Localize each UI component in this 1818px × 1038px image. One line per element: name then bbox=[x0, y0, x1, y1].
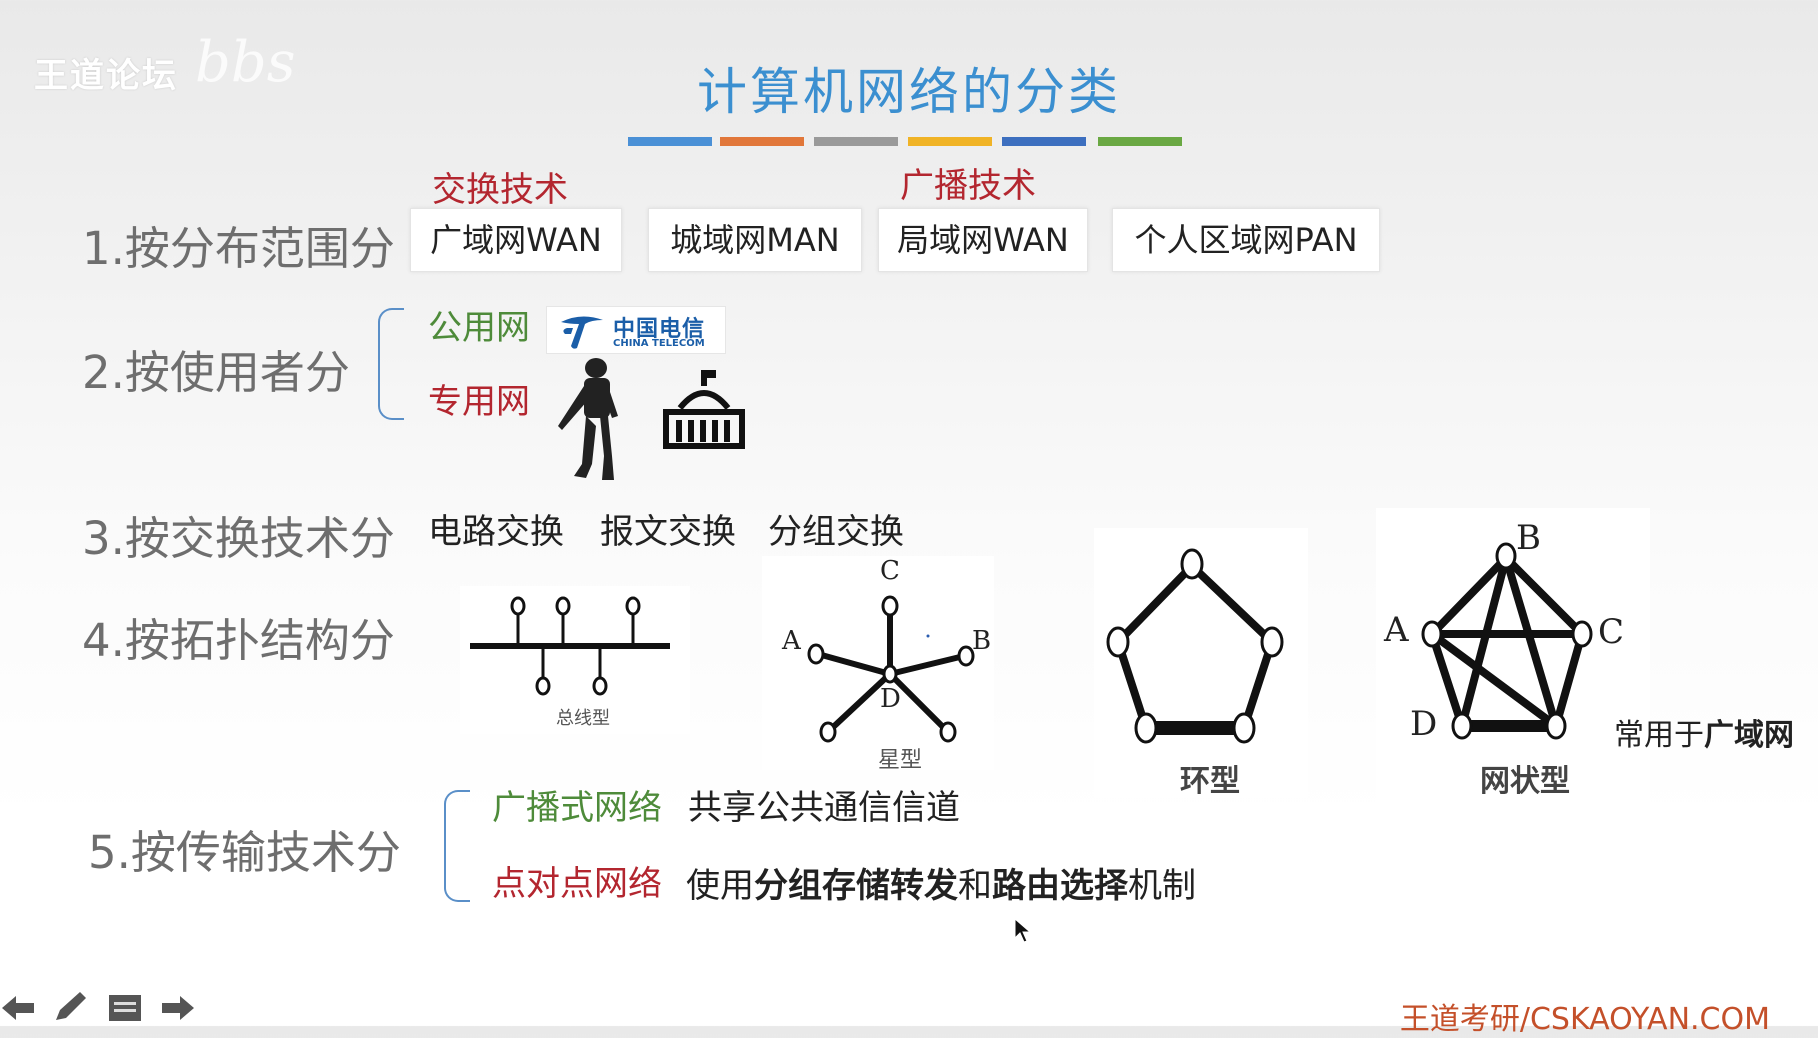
bus-topology-diagram bbox=[470, 596, 670, 696]
row3-label: 3.按交换技术分 bbox=[82, 512, 395, 565]
p2p-desc-1: 使用 bbox=[686, 866, 754, 906]
footer-brand: 王道考研/CSKAOYAN.COM bbox=[1399, 1002, 1770, 1037]
mesh-note-prefix: 常用于 bbox=[1614, 718, 1704, 753]
slide-title: 计算机网络的分类 bbox=[697, 63, 1121, 121]
title-bar-4 bbox=[908, 137, 992, 146]
telecom-logo-en: CHINA TELECOM bbox=[613, 338, 705, 349]
row5-brace bbox=[444, 790, 470, 902]
broadcast-net-label: 广播式网络 bbox=[492, 788, 662, 828]
tag-switching-tech: 交换技术 bbox=[432, 170, 568, 210]
row2-label: 2.按使用者分 bbox=[82, 346, 350, 399]
star-topology-diagram bbox=[807, 595, 975, 743]
prev-arrow-icon[interactable] bbox=[0, 994, 36, 1022]
bus-caption: 总线型 bbox=[556, 708, 610, 729]
mesh-label-a: A bbox=[1384, 610, 1409, 650]
watermark-logo: 王道论坛 bbox=[34, 56, 178, 96]
mesh-caption: 网状型 bbox=[1480, 764, 1570, 799]
p2p-desc-routing: 路由选择 bbox=[992, 866, 1128, 906]
box-man: 城域网MAN bbox=[648, 208, 862, 272]
title-bar-3 bbox=[814, 137, 898, 146]
star-label-c: C bbox=[880, 556, 900, 586]
box-pan: 个人区域网PAN bbox=[1112, 208, 1380, 272]
mesh-label-c: C bbox=[1598, 612, 1625, 652]
packet-switching: 分组交换 bbox=[768, 512, 904, 552]
slide-nav-bar bbox=[0, 990, 210, 1026]
ring-topology-diagram bbox=[1106, 548, 1284, 744]
star-caption: 星型 bbox=[878, 748, 923, 773]
box-wan: 广域网WAN bbox=[410, 208, 622, 272]
title-bar-2 bbox=[720, 137, 804, 146]
title-bar-1 bbox=[628, 137, 712, 146]
china-telecom-logo: 中国电信 CHINA TELECOM bbox=[546, 306, 726, 354]
watermark-sub: bbs bbox=[195, 30, 296, 95]
ring-topology-panel: 环型 bbox=[1094, 528, 1308, 799]
mesh-label-d: D bbox=[1410, 704, 1438, 744]
telecom-logo-cn: 中国电信 bbox=[613, 316, 706, 342]
mesh-topology-diagram bbox=[1421, 542, 1593, 740]
tag-broadcast-tech: 广播技术 bbox=[900, 166, 1036, 206]
government-building-icon bbox=[663, 370, 745, 449]
pen-icon[interactable] bbox=[52, 990, 88, 1024]
title-bar-5 bbox=[1002, 137, 1086, 146]
telecom-swirl-icon bbox=[561, 316, 603, 349]
box-lan: 局域网WAN bbox=[878, 208, 1088, 272]
title-bar-6 bbox=[1098, 137, 1182, 146]
p2p-net-desc: 使用分组存储转发和路由选择机制 bbox=[686, 858, 1196, 907]
mesh-label-b: B bbox=[1516, 518, 1541, 558]
p2p-desc-mechanism: 机制 bbox=[1128, 866, 1196, 906]
p2p-desc-store-forward: 分组存储转发 bbox=[754, 866, 958, 906]
p2p-desc-and: 和 bbox=[958, 866, 992, 906]
bus-topology-panel: 总线型 bbox=[460, 586, 690, 734]
star-label-a: A bbox=[782, 626, 801, 656]
mouse-cursor-icon bbox=[1014, 918, 1032, 943]
public-net-label: 公用网 bbox=[428, 308, 530, 348]
star-label-b: B bbox=[972, 626, 992, 656]
ring-caption: 环型 bbox=[1180, 764, 1240, 799]
broadcast-net-desc: 共享公共通信信道 bbox=[688, 788, 960, 828]
mesh-topology-panel: B A C D 网状型 bbox=[1376, 508, 1650, 802]
p2p-net-label: 点对点网络 bbox=[492, 864, 662, 904]
row1-label: 1.按分布范围分 bbox=[82, 222, 395, 275]
row5-label: 5.按传输技术分 bbox=[88, 826, 401, 879]
mesh-note-wan: 广域网 bbox=[1704, 718, 1794, 753]
row2-brace bbox=[378, 308, 404, 420]
private-net-label: 专用网 bbox=[428, 382, 530, 422]
slides-menu-icon[interactable] bbox=[108, 994, 142, 1022]
message-switching: 报文交换 bbox=[600, 512, 736, 552]
star-topology-panel: C A B D 星型 bbox=[762, 556, 994, 773]
circuit-switching: 电路交换 bbox=[428, 512, 564, 552]
mesh-note: 常用于广域网 bbox=[1614, 710, 1794, 754]
star-label-d: D bbox=[880, 684, 901, 714]
row4-label: 4.按拓扑结构分 bbox=[82, 614, 395, 667]
soldier-icon bbox=[558, 358, 618, 480]
next-arrow-icon[interactable] bbox=[160, 994, 196, 1022]
